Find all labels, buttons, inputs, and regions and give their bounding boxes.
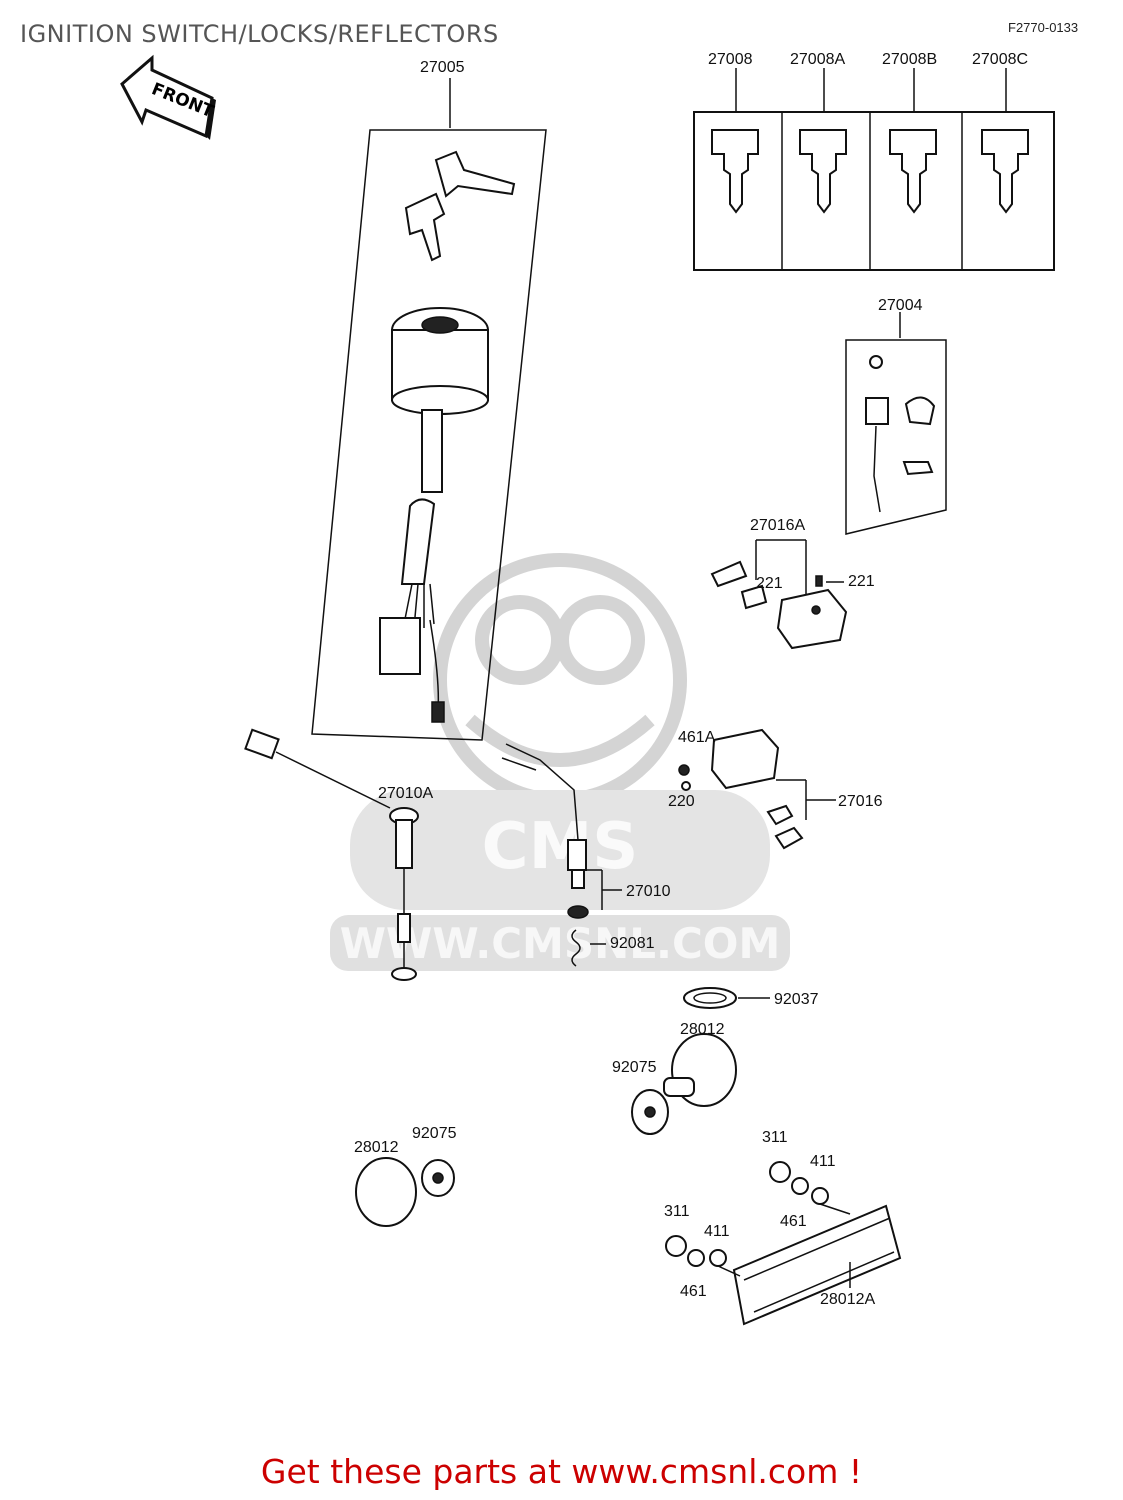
label-27016A: 27016A (750, 517, 805, 534)
label-461-b: 461 (680, 1283, 707, 1300)
label-221-a: 221 (756, 575, 783, 592)
rear-reflector: 311 411 461 311 411 461 28012A (664, 1129, 902, 1326)
label-92075-a: 92075 (612, 1059, 657, 1076)
helmet-lock: 461A 220 27016 (668, 728, 883, 850)
label-27008B: 27008B (882, 51, 937, 68)
key-blanks: 27008 27008A 27008B 27008C (693, 51, 1055, 271)
label-27010: 27010 (626, 883, 671, 900)
label-311-b: 311 (664, 1203, 690, 1220)
watermark-url: WWW.CMSNL.COM (340, 919, 781, 968)
label-221-b: 221 (848, 573, 875, 590)
switch-27010: 27010 92081 (501, 743, 671, 967)
label-411-b: 411 (704, 1223, 730, 1240)
label-27008C: 27008C (972, 51, 1028, 68)
label-27004: 27004 (878, 297, 923, 314)
switch-27010A: 27010A (244, 728, 433, 981)
label-27010A: 27010A (378, 785, 433, 802)
label-92075-b: 92075 (412, 1125, 457, 1142)
front-arrow: FRONT (120, 54, 217, 140)
label-27005: 27005 (420, 59, 465, 76)
label-411-a: 411 (810, 1153, 836, 1170)
page-title: IGNITION SWITCH/LOCKS/REFLECTORS (20, 20, 499, 48)
label-28012A: 28012A (820, 1291, 875, 1308)
watermark: CMS WWW.CMSNL.COM (330, 553, 790, 971)
label-27016: 27016 (838, 793, 883, 810)
label-27008A: 27008A (790, 51, 845, 68)
label-92037: 92037 (774, 991, 819, 1008)
label-28012-b: 28012 (354, 1139, 399, 1156)
watermark-logo: CMS (482, 810, 639, 884)
label-27008: 27008 (708, 51, 753, 68)
footer-promo: Get these parts at www.cmsnl.com ! (260, 1452, 863, 1491)
label-461-a: 461 (780, 1213, 807, 1230)
label-311-a: 311 (762, 1129, 788, 1146)
helmet-lock-a: 27016A 221 221 (710, 517, 875, 650)
watermark-logo-badge (350, 790, 770, 910)
reflector-left: 28012 92075 (354, 1125, 457, 1227)
label-92081: 92081 (610, 935, 655, 952)
reflector-upper: 92037 28012 92075 (612, 987, 819, 1135)
label-220: 220 (668, 793, 695, 810)
label-28012-a: 28012 (680, 1021, 725, 1038)
ignition-switch-assembly: 27005 (311, 59, 547, 741)
watermark-url-badge (330, 915, 790, 971)
lock-set: 27004 (845, 297, 947, 535)
figure-code: F2770-0133 (1008, 20, 1079, 35)
label-461A: 461A (678, 729, 716, 746)
